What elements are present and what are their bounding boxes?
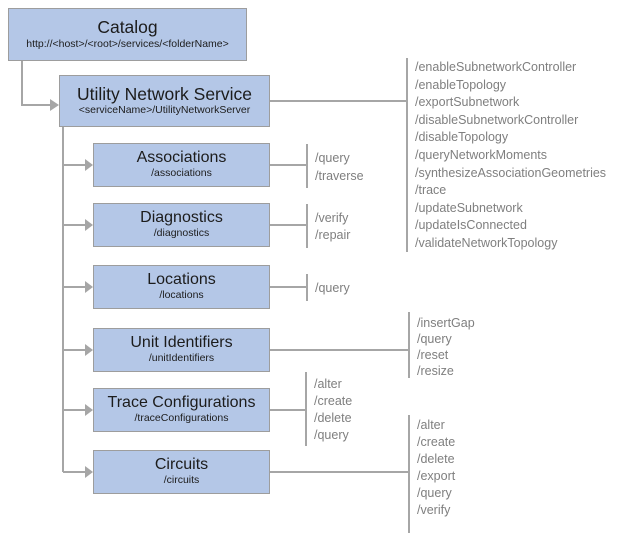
- service-operations-connector: [270, 58, 408, 252]
- arrowhead-icon: [85, 281, 93, 293]
- trace-configurations-title: Trace Configurations: [107, 394, 256, 412]
- trunk-to-locations-connector: [63, 281, 93, 293]
- operation-label: /verify: [315, 211, 349, 225]
- operation-label: /query: [315, 151, 350, 165]
- locations-operations-list: /query: [315, 280, 350, 297]
- circuits-title: Circuits: [154, 456, 209, 474]
- node-associations: Associations /associations: [93, 143, 270, 187]
- operation-label: /alter: [417, 418, 445, 432]
- operation-label: /exportSubnetwork: [415, 95, 520, 110]
- locations-operations-connector: [270, 274, 308, 301]
- diagnostics-path: /diagnostics: [153, 227, 210, 240]
- diagnostics-title: Diagnostics: [140, 209, 223, 227]
- node-unit-identifiers: Unit Identifiers /unitIdentifiers: [93, 328, 270, 372]
- operation-label: /delete: [417, 452, 455, 466]
- diagnostics-operations-list: /verify /repair: [315, 210, 350, 244]
- trunk-to-circuits-connector: [63, 466, 93, 478]
- operation-label: /query: [314, 428, 349, 442]
- node-circuits: Circuits /circuits: [93, 450, 270, 494]
- operation-label: /synthesizeAssociationGeometries: [415, 165, 607, 180]
- arrowhead-icon: [50, 99, 59, 111]
- operation-label: /updateSubnetwork: [415, 200, 523, 215]
- circuits-path: /circuits: [163, 474, 200, 487]
- node-utility-network-service: Utility Network Service <serviceName>/Ut…: [59, 75, 270, 127]
- operation-label: /queryNetworkMoments: [415, 147, 547, 162]
- service-title: Utility Network Service: [76, 83, 253, 104]
- operation-label: /delete: [314, 411, 352, 425]
- trunk-to-associations-connector: [63, 159, 93, 171]
- associations-title: Associations: [136, 149, 227, 167]
- unit-identifiers-operations-connector: [270, 312, 410, 378]
- service-operations-list: /enableSubnetworkController /enableTopol…: [415, 59, 606, 253]
- diagnostics-operations-connector: [270, 204, 308, 248]
- service-path: <serviceName>/UtilityNetworkServer: [78, 104, 251, 117]
- operation-label: /reset: [417, 348, 449, 362]
- node-diagnostics: Diagnostics /diagnostics: [93, 203, 270, 247]
- node-locations: Locations /locations: [93, 265, 270, 309]
- node-trace-configurations: Trace Configurations /traceConfiguration…: [93, 388, 270, 432]
- operation-label: /query: [417, 486, 452, 500]
- operation-label: /create: [314, 394, 353, 408]
- operation-label: /trace: [415, 183, 447, 198]
- arrowhead-icon: [85, 466, 93, 478]
- unit-identifiers-path: /unitIdentifiers: [148, 352, 215, 365]
- circuits-operations-connector: [270, 415, 410, 533]
- arrowhead-icon: [85, 219, 93, 231]
- locations-title: Locations: [147, 271, 216, 289]
- operation-label: /enableTopology: [415, 77, 507, 92]
- operation-label: /create: [417, 435, 456, 449]
- locations-path: /locations: [159, 289, 204, 302]
- associations-operations-connector: [270, 144, 308, 188]
- operation-label: /disableSubnetworkController: [415, 112, 579, 127]
- arrowhead-icon: [85, 404, 93, 416]
- circuits-operations-list: /alter /create /delete /export /query /v…: [417, 417, 455, 519]
- unit-identifiers-operations-list: /insertGap /query /reset /resize: [417, 315, 475, 379]
- trunk-to-unit-identifiers-connector: [63, 344, 93, 356]
- trace-configurations-operations-list: /alter /create /delete /query: [314, 376, 352, 444]
- operation-label: /alter: [314, 377, 342, 391]
- associations-path: /associations: [151, 167, 212, 180]
- unit-identifiers-title: Unit Identifiers: [130, 334, 233, 352]
- operation-label: /validateNetworkTopology: [415, 235, 558, 250]
- trunk-to-trace-configurations-connector: [63, 404, 93, 416]
- operation-label: /disableTopology: [415, 130, 509, 145]
- operation-label: /verify: [417, 503, 451, 517]
- catalog-url: http://<host>/<root>/services/<folderNam…: [26, 37, 229, 50]
- operation-label: /insertGap: [417, 316, 475, 330]
- trace-configurations-path: /traceConfigurations: [134, 412, 229, 425]
- operation-label: /repair: [315, 228, 351, 242]
- associations-operations-list: /query /traverse: [315, 149, 364, 185]
- operation-label: /query: [417, 332, 452, 346]
- catalog-to-service-connector: [21, 61, 59, 111]
- node-catalog: Catalog http://<host>/<root>/services/<f…: [8, 8, 247, 61]
- operation-label: /enableSubnetworkController: [415, 60, 577, 74]
- operation-label: /export: [417, 469, 456, 483]
- catalog-title: Catalog: [97, 17, 158, 38]
- operation-label: /traverse: [315, 169, 364, 183]
- operation-label: /query: [315, 281, 350, 295]
- arrowhead-icon: [85, 344, 93, 356]
- operation-label: /updateIsConnected: [415, 218, 527, 233]
- arrowhead-icon: [85, 159, 93, 171]
- trace-configurations-operations-connector: [270, 372, 307, 446]
- trunk-to-diagnostics-connector: [63, 219, 93, 231]
- operation-label: /resize: [417, 364, 454, 378]
